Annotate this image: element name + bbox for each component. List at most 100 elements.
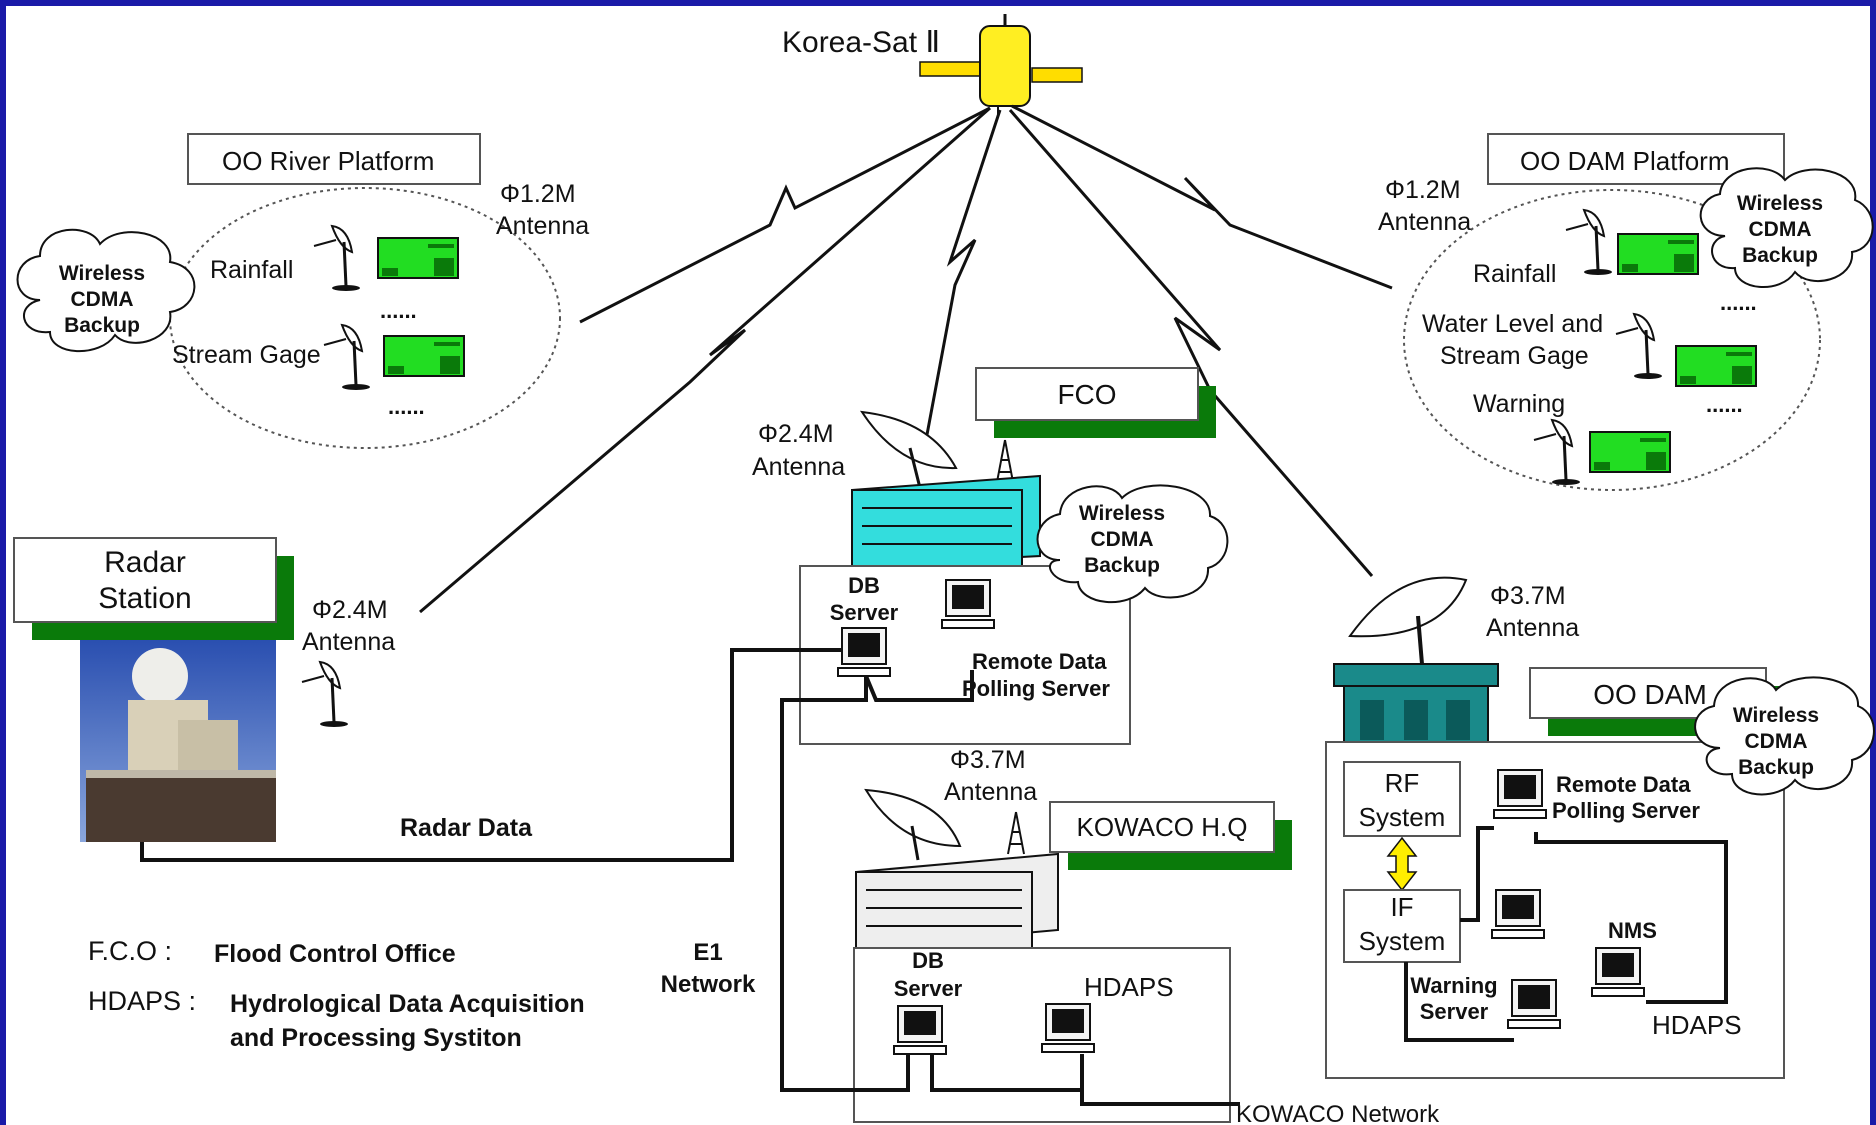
oo-dam-cdma-cloud: Wireless CDMA Backup bbox=[1694, 676, 1875, 796]
if-label-2: System bbox=[1359, 926, 1446, 956]
fco-db-label-2: Server bbox=[830, 600, 899, 625]
db-server-computer-icon bbox=[893, 1005, 947, 1055]
dam-platform-title: OO DAM Platform bbox=[1520, 146, 1729, 176]
svg-text:Wireless: Wireless bbox=[1079, 502, 1165, 525]
svg-text:Wireless: Wireless bbox=[59, 262, 145, 285]
oo-dam-title: OO DAM bbox=[1593, 679, 1707, 710]
dam-item-warning: Warning bbox=[1473, 390, 1565, 418]
large-dish-icon bbox=[1348, 576, 1468, 665]
antenna-mast-icon bbox=[1007, 811, 1025, 855]
dam-item-water-level: Water Level and bbox=[1422, 310, 1603, 338]
dam-antenna-label-1: Φ1.2M bbox=[1385, 176, 1461, 204]
legend-hdaps-key: HDAPS : bbox=[88, 986, 196, 1016]
river-item-rainfall: Rainfall bbox=[210, 256, 293, 284]
dam-polling-label-2: Polling Server bbox=[1552, 798, 1700, 823]
large-dish-icon bbox=[859, 410, 958, 489]
kowaco-hq-title: KOWACO H.Q bbox=[1077, 812, 1248, 842]
if-label-1: IF bbox=[1390, 892, 1413, 922]
svg-text:......: ...... bbox=[1706, 392, 1743, 417]
svg-text:CDMA: CDMA bbox=[1749, 218, 1812, 241]
warning-label-2: Server bbox=[1420, 999, 1489, 1024]
river-platform: OO River Platform Φ1.2M Antenna Rainfall… bbox=[169, 133, 589, 449]
radar-station-photo bbox=[80, 640, 276, 842]
nms-label: NMS bbox=[1608, 918, 1657, 943]
river-cdma-cloud: Wireless CDMA Backup bbox=[16, 228, 196, 353]
oo-dam-site: Φ3.7M Antenna OO DAM RF System IF System… bbox=[1325, 576, 1785, 1079]
fco-polling-label-1: Remote Data bbox=[972, 649, 1107, 674]
svg-text:Wireless: Wireless bbox=[1737, 192, 1823, 215]
dam-site-antenna-label-1: Φ3.7M bbox=[1490, 582, 1566, 610]
satellite-icon bbox=[919, 14, 1083, 118]
kowaco-db-label-2: Server bbox=[894, 976, 963, 1001]
db-server-computer-icon bbox=[837, 627, 891, 677]
kowaco-hdaps-label: HDAPS bbox=[1084, 972, 1174, 1002]
dam-site-antenna-label-2: Antenna bbox=[1486, 614, 1579, 642]
if-system-box bbox=[1343, 889, 1461, 963]
kowaco-hq-site: KOWACO H.Q Φ3.7M Antenna DB Server HDAPS bbox=[853, 746, 1292, 1123]
river-antenna-label-1: Φ1.2M bbox=[500, 180, 576, 208]
fco-building-icon bbox=[851, 474, 1041, 568]
rf-system-box bbox=[1343, 761, 1461, 837]
data-logger-icon bbox=[383, 335, 465, 377]
data-logger-icon bbox=[1589, 431, 1671, 473]
radar-antenna-label-1: Φ2.4M bbox=[312, 596, 388, 624]
svg-text:Backup: Backup bbox=[64, 314, 140, 337]
dam-antenna-label-2: Antenna bbox=[1378, 208, 1471, 236]
dam-building-icon bbox=[1333, 663, 1499, 745]
fco-db-label-1: DB bbox=[848, 573, 880, 598]
dam-platform: OO DAM Platform Φ1.2M Antenna Rainfall W… bbox=[1378, 133, 1821, 491]
data-logger-icon bbox=[1675, 345, 1757, 387]
legend-fco-value: Flood Control Office bbox=[214, 940, 456, 968]
svg-text:CDMA: CDMA bbox=[1091, 528, 1154, 551]
warning-label-1: Warning bbox=[1410, 973, 1497, 998]
hdaps-computer-icon bbox=[1041, 1003, 1095, 1053]
kowaco-antenna-label-2: Antenna bbox=[944, 778, 1037, 806]
fco-cdma-cloud: Wireless CDMA Backup bbox=[1036, 484, 1229, 604]
svg-text:Backup: Backup bbox=[1738, 756, 1814, 779]
large-dish-icon bbox=[864, 788, 962, 861]
fco-site: FCO Φ2.4M Antenna DB Server Remote Data … bbox=[752, 367, 1216, 745]
rf-label-2: System bbox=[1359, 802, 1446, 832]
legend-fco-key: F.C.O : bbox=[88, 936, 172, 966]
dam-hdaps-label: HDAPS bbox=[1652, 1010, 1742, 1040]
warning-server-computer-icon bbox=[1507, 979, 1561, 1029]
fco-polling-label-2: Polling Server bbox=[962, 676, 1110, 701]
legend-hdaps-value-1: Hydrological Data Acquisition bbox=[230, 990, 585, 1018]
fco-antenna-label-1: Φ2.4M bbox=[758, 420, 834, 448]
wired-links bbox=[140, 648, 1728, 1106]
river-item-stream-gage: Stream Gage bbox=[172, 341, 321, 369]
legend: F.C.O : Flood Control Office HDAPS : Hyd… bbox=[88, 936, 585, 1052]
river-ellipsis-1: ...... bbox=[380, 298, 417, 323]
svg-text:Wireless: Wireless bbox=[1733, 704, 1819, 727]
svg-text:CDMA: CDMA bbox=[1745, 730, 1808, 753]
rf-label-1: RF bbox=[1385, 768, 1420, 798]
svg-text:CDMA: CDMA bbox=[71, 288, 134, 311]
data-logger-icon bbox=[377, 237, 459, 279]
svg-text:Backup: Backup bbox=[1742, 244, 1818, 267]
river-platform-title: OO River Platform bbox=[222, 146, 434, 176]
dish-antenna-icon bbox=[300, 660, 350, 729]
e1-label-1: E1 bbox=[693, 939, 722, 966]
dam-item-rainfall: Rainfall bbox=[1473, 260, 1556, 288]
data-logger-icon bbox=[1617, 233, 1699, 275]
satellite-label: Korea-Sat Ⅱ bbox=[782, 26, 940, 59]
radar-data-label: Radar Data bbox=[400, 814, 533, 842]
radar-title-1: Radar bbox=[104, 546, 186, 579]
antenna-mast-icon bbox=[996, 439, 1014, 483]
radar-station: Radar Station Φ2.4M Antenna bbox=[13, 537, 395, 729]
kowaco-network-label: KOWACO Network bbox=[1236, 1101, 1440, 1125]
e1-label-2: Network bbox=[661, 971, 756, 998]
kowaco-building-icon bbox=[855, 852, 1059, 950]
dam-platform-cdma-cloud: Wireless CDMA Backup bbox=[1699, 167, 1874, 288]
river-ellipsis-2: ...... bbox=[388, 394, 425, 419]
satellite-links bbox=[419, 104, 1393, 614]
fco-antenna-label-2: Antenna bbox=[752, 453, 845, 481]
svg-text:Backup: Backup bbox=[1084, 554, 1160, 577]
dam-polling-label-1: Remote Data bbox=[1556, 772, 1691, 797]
hdaps-computer-icon bbox=[1591, 947, 1645, 997]
radar-title-2: Station bbox=[98, 582, 191, 615]
radar-antenna-label-2: Antenna bbox=[302, 628, 395, 656]
kowaco-antenna-label-1: Φ3.7M bbox=[950, 746, 1026, 774]
